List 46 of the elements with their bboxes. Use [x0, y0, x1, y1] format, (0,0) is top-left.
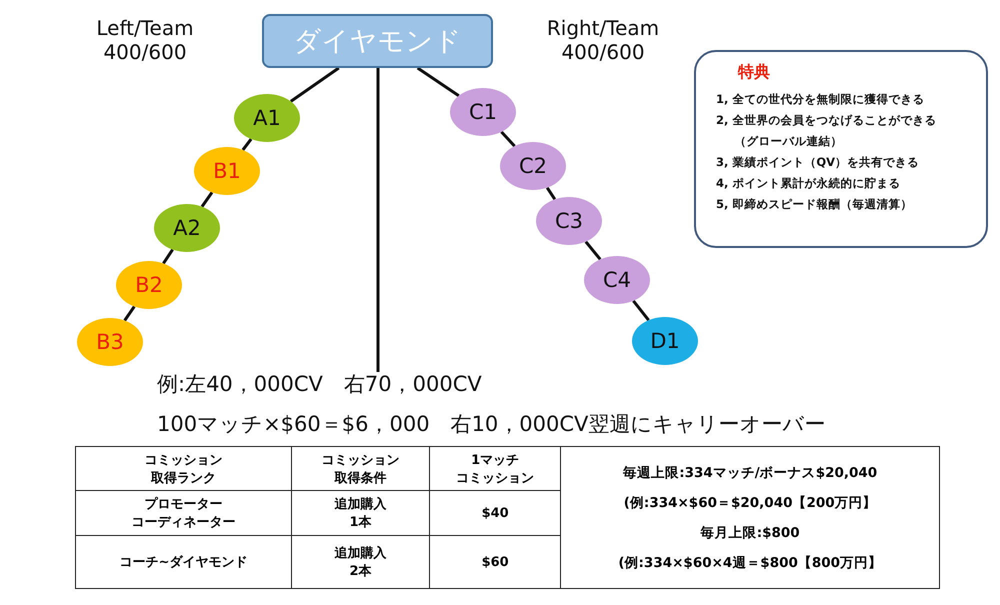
limit-note: 毎月上限:$800: [700, 524, 800, 542]
benefits-heading: 特典: [738, 62, 770, 83]
member-ellipse: B1: [194, 147, 260, 195]
member-ellipse: C3: [536, 197, 602, 245]
rank-box: ダイヤモンド: [262, 14, 493, 68]
table-header-cell: 1マッチコミッション: [429, 446, 561, 490]
member-ellipse: C1: [450, 88, 516, 136]
benefit-item: 2, 全世界の会員をつなげることができる（グローバル連結）: [716, 112, 938, 150]
limit-note: 毎週上限:334マッチ/ボーナス$20,040: [623, 464, 878, 482]
team-score: 400/600: [102, 40, 188, 64]
team-label: Left/Team: [95, 16, 195, 40]
connector-line: [200, 192, 214, 208]
connector-line: [546, 186, 556, 200]
table-header-cell: コミッション取得ランク: [76, 446, 292, 490]
member-ellipse: B2: [116, 261, 182, 309]
benefit-item: 1, 全ての世代分を無制限に獲得できる: [716, 91, 924, 108]
benefit-item: 3, 業績ポイント（QV）を共有できる: [716, 154, 920, 171]
connector-line: [242, 138, 252, 151]
member-ellipse: A1: [234, 94, 300, 142]
table-header-cell: コミッション取得条件: [292, 446, 430, 490]
member-ellipse: A2: [154, 204, 220, 252]
table-cell: 追加購入2本: [292, 536, 430, 588]
member-ellipse: D1: [632, 317, 698, 365]
member-ellipse: B3: [77, 318, 143, 366]
limit-note: (例:334×$60×4週＝$800【800万円】: [618, 554, 882, 572]
connector-line: [416, 66, 460, 97]
connector-line: [290, 66, 340, 103]
member-ellipse: C2: [500, 142, 566, 190]
connector-line: [376, 68, 380, 372]
connector-line: [123, 306, 136, 322]
benefit-item: 4, ポイント累計が永続的に貯まる: [716, 175, 900, 192]
connector-line: [162, 248, 174, 264]
team-label: Right/Team: [546, 16, 660, 40]
benefit-item: 5, 即締めスピード報酬（毎週清算）: [716, 196, 912, 213]
team-score: 400/600: [560, 40, 646, 64]
connector-line: [500, 130, 516, 148]
connector-line: [632, 300, 650, 322]
example-text: 例:左40，000CV 右70，000CV: [157, 370, 482, 398]
benefits-box: [694, 50, 988, 248]
member-ellipse: C4: [584, 256, 650, 304]
example-text: 100マッチ×$60＝$6，000 右10，000CV翌週にキャリーオーバー: [157, 411, 826, 438]
table-cell: 追加購入1本: [292, 490, 430, 536]
table-cell: コーチ~ダイヤモンド: [76, 536, 292, 588]
connector-line: [584, 240, 602, 260]
table-cell: プロモーターコーディネーター: [76, 490, 292, 536]
limit-note: (例:334×$60＝$20,040【200万円】: [624, 494, 877, 512]
